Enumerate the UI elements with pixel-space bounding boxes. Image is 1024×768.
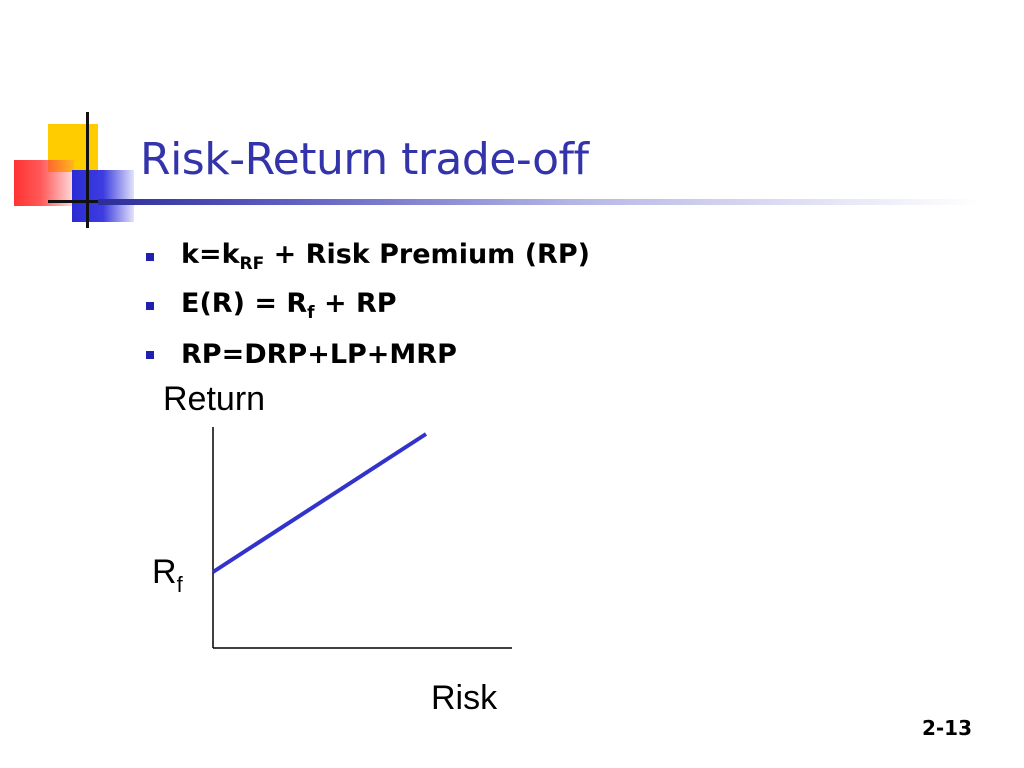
page-number: 2-13 [921,716,972,740]
title-underline [98,199,978,205]
y-axis-label: Return [163,380,265,418]
bullet-text: RP=DRP+LP+MRP [181,339,457,370]
blue-square-decoration [72,170,134,222]
risk-return-line [211,432,428,574]
bullet-square-icon [146,350,154,359]
bullet-square-icon [146,252,154,261]
bullet-square-icon [146,301,154,310]
y-intercept-label: Rf [152,553,184,597]
slide-title: Risk-Return trade-off [140,134,589,185]
bullet-text: E(R) = Rf + RP [181,288,397,323]
bullet-text: k=kRF + Risk Premium (RP) [181,239,590,274]
vertical-line-decoration [86,112,89,228]
bullet-list: k=kRF + Risk Premium (RP) E(R) = Rf + RP… [146,232,590,379]
horizontal-line-decoration [48,200,108,203]
x-axis-label: Risk [431,679,498,717]
bullet-item: RP=DRP+LP+MRP [146,330,590,379]
bullet-item: k=kRF + Risk Premium (RP) [146,232,590,281]
bullet-item: E(R) = Rf + RP [146,281,590,330]
red-square-decoration [14,160,74,206]
